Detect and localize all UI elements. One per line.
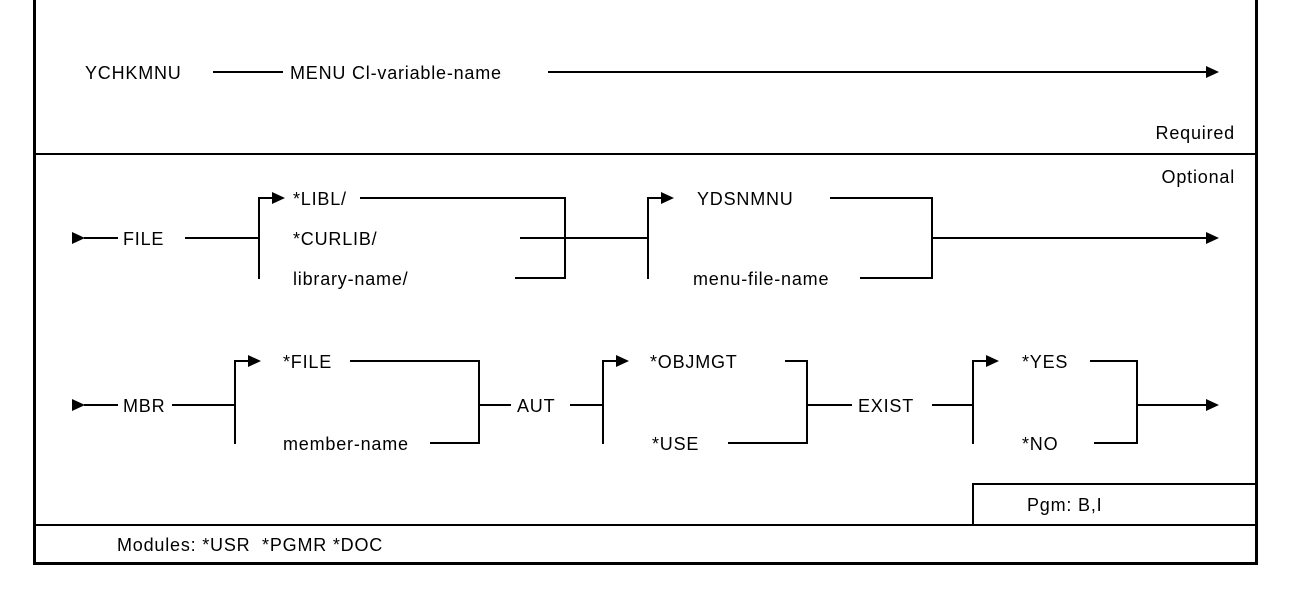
menu-file-name-option-label: menu-file-name	[693, 269, 830, 289]
mbr-keyword-label: MBR	[123, 396, 166, 416]
libl-option-label: *LIBL/	[293, 189, 347, 209]
ydsnmnu-option-label: YDSNMNU	[697, 189, 794, 209]
file-flow-lines	[84, 197, 1207, 279]
aut-keyword-label: AUT	[517, 396, 556, 416]
use-option-label: *USE	[652, 434, 700, 454]
modules-note-label: Modules: *USR *PGMR *DOC	[117, 535, 384, 555]
no-option-label: *NO	[1022, 434, 1059, 454]
pgm-box	[972, 483, 1257, 525]
file-flow-arrowhead-icons	[72, 192, 1219, 244]
command-name-label: YCHKMNU	[85, 63, 182, 83]
objmgt-option-label: *OBJMGT	[650, 352, 738, 372]
required-flow-arrowhead-icon	[1206, 66, 1219, 78]
mbr-flow-lines	[84, 360, 1207, 444]
yes-option-label: *YES	[1022, 352, 1069, 372]
library-name-option-label: library-name/	[293, 269, 409, 289]
curlib-option-label: *CURLIB/	[293, 229, 378, 249]
menu-parameter-label: MENU Cl-variable-name	[290, 63, 502, 83]
file-keyword-label: FILE	[123, 229, 165, 249]
file-option-label: *FILE	[283, 352, 333, 372]
frame-border	[33, 0, 1258, 565]
optional-section-tag: Optional	[1161, 167, 1235, 187]
required-section-tag: Required	[1155, 123, 1235, 143]
mbr-flow-arrowhead-icons	[72, 355, 1219, 411]
pgm-note-label: Pgm: B,I	[1027, 495, 1103, 515]
member-name-option-label: member-name	[283, 434, 409, 454]
exist-keyword-label: EXIST	[858, 396, 915, 416]
